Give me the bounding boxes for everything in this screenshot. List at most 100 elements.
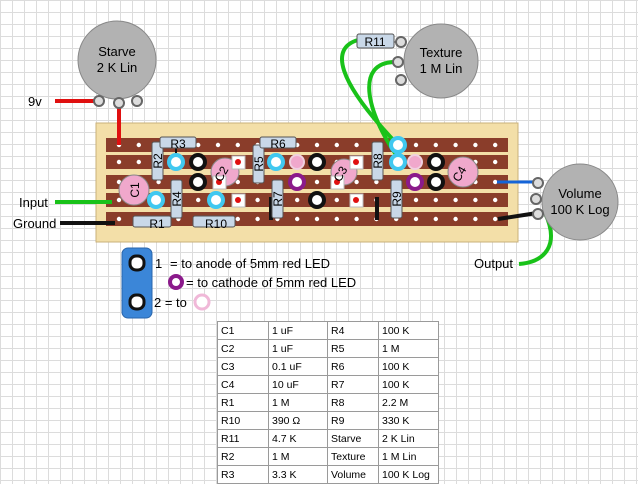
strip-hole <box>235 216 240 222</box>
label-r11: R11 <box>364 35 385 49</box>
strip-hole <box>453 216 458 222</box>
legend-item2-text: 2 = to <box>154 295 187 310</box>
cyan-pad <box>207 191 225 209</box>
cyan-pad <box>389 136 407 154</box>
part-value-cell: 100 K Log <box>378 465 439 484</box>
label-c2: C2 <box>212 164 232 185</box>
cyan-pad <box>147 191 165 209</box>
label-r2: R2 <box>151 153 165 169</box>
label-r6: R6 <box>270 137 286 151</box>
pot-lug <box>395 36 407 48</box>
capacitor-c4 <box>447 156 479 188</box>
part-designator-cell: R7 <box>327 375 379 394</box>
part-designator-cell: R5 <box>327 339 379 358</box>
resistor-r6 <box>259 136 297 149</box>
resistor-r9 <box>390 179 403 219</box>
label-c4: C4 <box>450 164 470 185</box>
legend-cathode-text: = to cathode of 5mm red LED <box>186 275 356 290</box>
strip-hole <box>433 197 438 203</box>
stripboard-diagram: Starve 2 K Lin Texture 1 M Lin Volume 10… <box>13 20 619 319</box>
label-c3: C3 <box>331 164 351 185</box>
led-cathode-pad <box>406 173 424 191</box>
label-r1: R1 <box>149 217 165 231</box>
volume-pot-value: 100 K Log <box>550 202 609 217</box>
label-r10: R10 <box>205 217 227 231</box>
strip-hole <box>334 142 339 148</box>
resistor-r2 <box>151 141 164 181</box>
pot-lug <box>532 177 544 189</box>
led-anode-pad <box>189 173 207 191</box>
strip-hole <box>413 197 419 203</box>
component-labels: R3 R6 R1 R10 R2 R4 R5 R7 R8 R9 R11 C1 C2… <box>128 35 470 231</box>
part-designator-cell: R11 <box>217 429 269 448</box>
strip-hole <box>493 179 498 185</box>
pot-lug <box>395 74 407 86</box>
strip-hole <box>116 197 122 203</box>
ground-label: Ground <box>13 216 56 231</box>
strip-hole <box>235 142 240 148</box>
part-value-cell: 0.1 uF <box>268 357 328 376</box>
strip-hole <box>354 142 359 148</box>
strip-hole <box>453 197 458 203</box>
strip-hole <box>235 179 240 185</box>
part-designator-cell: R8 <box>327 393 379 412</box>
part-designator-cell: C4 <box>217 375 269 394</box>
pot-lug <box>93 95 105 107</box>
part-value-cell: 390 Ω <box>268 411 328 430</box>
strip-hole <box>314 216 320 222</box>
pot-lug <box>113 97 125 109</box>
led-anode-pad <box>427 153 445 171</box>
resistor-r4 <box>170 179 183 219</box>
pot-lug <box>532 208 544 220</box>
strip-hole <box>295 197 300 203</box>
resistor-r1 <box>132 215 172 228</box>
resistor-r8 <box>371 141 384 181</box>
volume-pot-name: Volume <box>558 186 601 201</box>
resistor-r10 <box>192 215 236 228</box>
copper-strips <box>106 138 508 226</box>
red-dot <box>235 159 241 165</box>
copper-strip <box>106 138 508 152</box>
part-designator-cell: R6 <box>327 357 379 376</box>
starve-pot: Starve 2 K Lin <box>77 20 157 109</box>
strip-hole <box>116 179 122 185</box>
strip-hole <box>433 216 438 222</box>
strip-hole <box>413 216 419 222</box>
strip-hole <box>493 216 498 222</box>
part-designator-cell: R9 <box>327 411 379 430</box>
strip-hole <box>156 179 161 185</box>
strip-hole <box>473 142 478 148</box>
starve-pot-value: 2 K Lin <box>97 60 137 75</box>
legend-item1-text: = to anode of 5mm red LED <box>170 256 330 271</box>
copper-strip <box>106 193 508 207</box>
volume-pot: Volume 100 K Log <box>530 163 619 241</box>
copper-strip <box>106 175 508 189</box>
legend-item1-number: 1 <box>155 256 162 271</box>
strip-hole <box>295 216 300 222</box>
red-dot <box>353 159 359 165</box>
strip-hole <box>493 159 498 165</box>
pot-lug <box>530 193 542 205</box>
strip-hole <box>334 216 339 222</box>
cyan-pad <box>389 153 407 171</box>
part-value-cell: 2 K Lin <box>378 429 439 448</box>
cyan-pad <box>267 153 285 171</box>
diode-pink-pad <box>407 154 423 170</box>
strip-hole <box>453 142 458 148</box>
red-dot <box>216 179 222 185</box>
led-anode-pad <box>308 191 326 209</box>
capacitors <box>118 156 479 206</box>
part-designator-cell: C2 <box>217 339 269 358</box>
strip-hole <box>136 142 141 148</box>
resistor-r5 <box>252 144 265 184</box>
strip-hole <box>116 159 122 165</box>
strip-hole <box>354 216 359 222</box>
part-designator-cell: C3 <box>217 357 269 376</box>
part-designator-cell: R1 <box>217 393 269 412</box>
